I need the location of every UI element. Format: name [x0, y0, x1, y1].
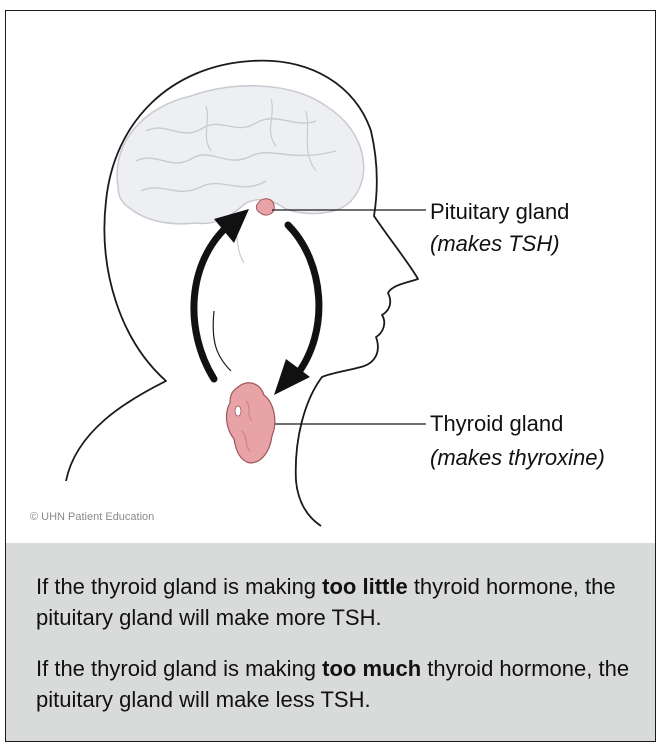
pituitary-label: Pituitary gland: [430, 199, 569, 225]
figure-frame: Pituitary gland (makes TSH) Thyroid glan…: [5, 10, 656, 742]
thyroid-gland: [227, 383, 275, 463]
thyroid-note: (makes thyroxine): [430, 445, 605, 471]
p2-bold: too much: [322, 656, 421, 681]
p2-before: If the thyroid gland is making: [36, 656, 322, 681]
credit-text: © UHN Patient Education: [30, 511, 154, 523]
thyroid-label: Thyroid gland: [430, 411, 563, 437]
p1-before: If the thyroid gland is making: [36, 574, 322, 599]
neck-line: [213, 311, 231, 371]
arrow-down-to-thyroid: [274, 225, 319, 395]
caption-paragraph-too-little: If the thyroid gland is making too littl…: [36, 571, 637, 633]
caption-box: If the thyroid gland is making too littl…: [6, 543, 656, 742]
arrow-up-to-pituitary: [194, 209, 249, 379]
brain: [117, 86, 364, 263]
pituitary-note: (makes TSH): [430, 231, 560, 257]
pituitary-gland: [256, 199, 274, 215]
p1-bold: too little: [322, 574, 408, 599]
caption-paragraph-too-much: If the thyroid gland is making too much …: [36, 653, 637, 715]
